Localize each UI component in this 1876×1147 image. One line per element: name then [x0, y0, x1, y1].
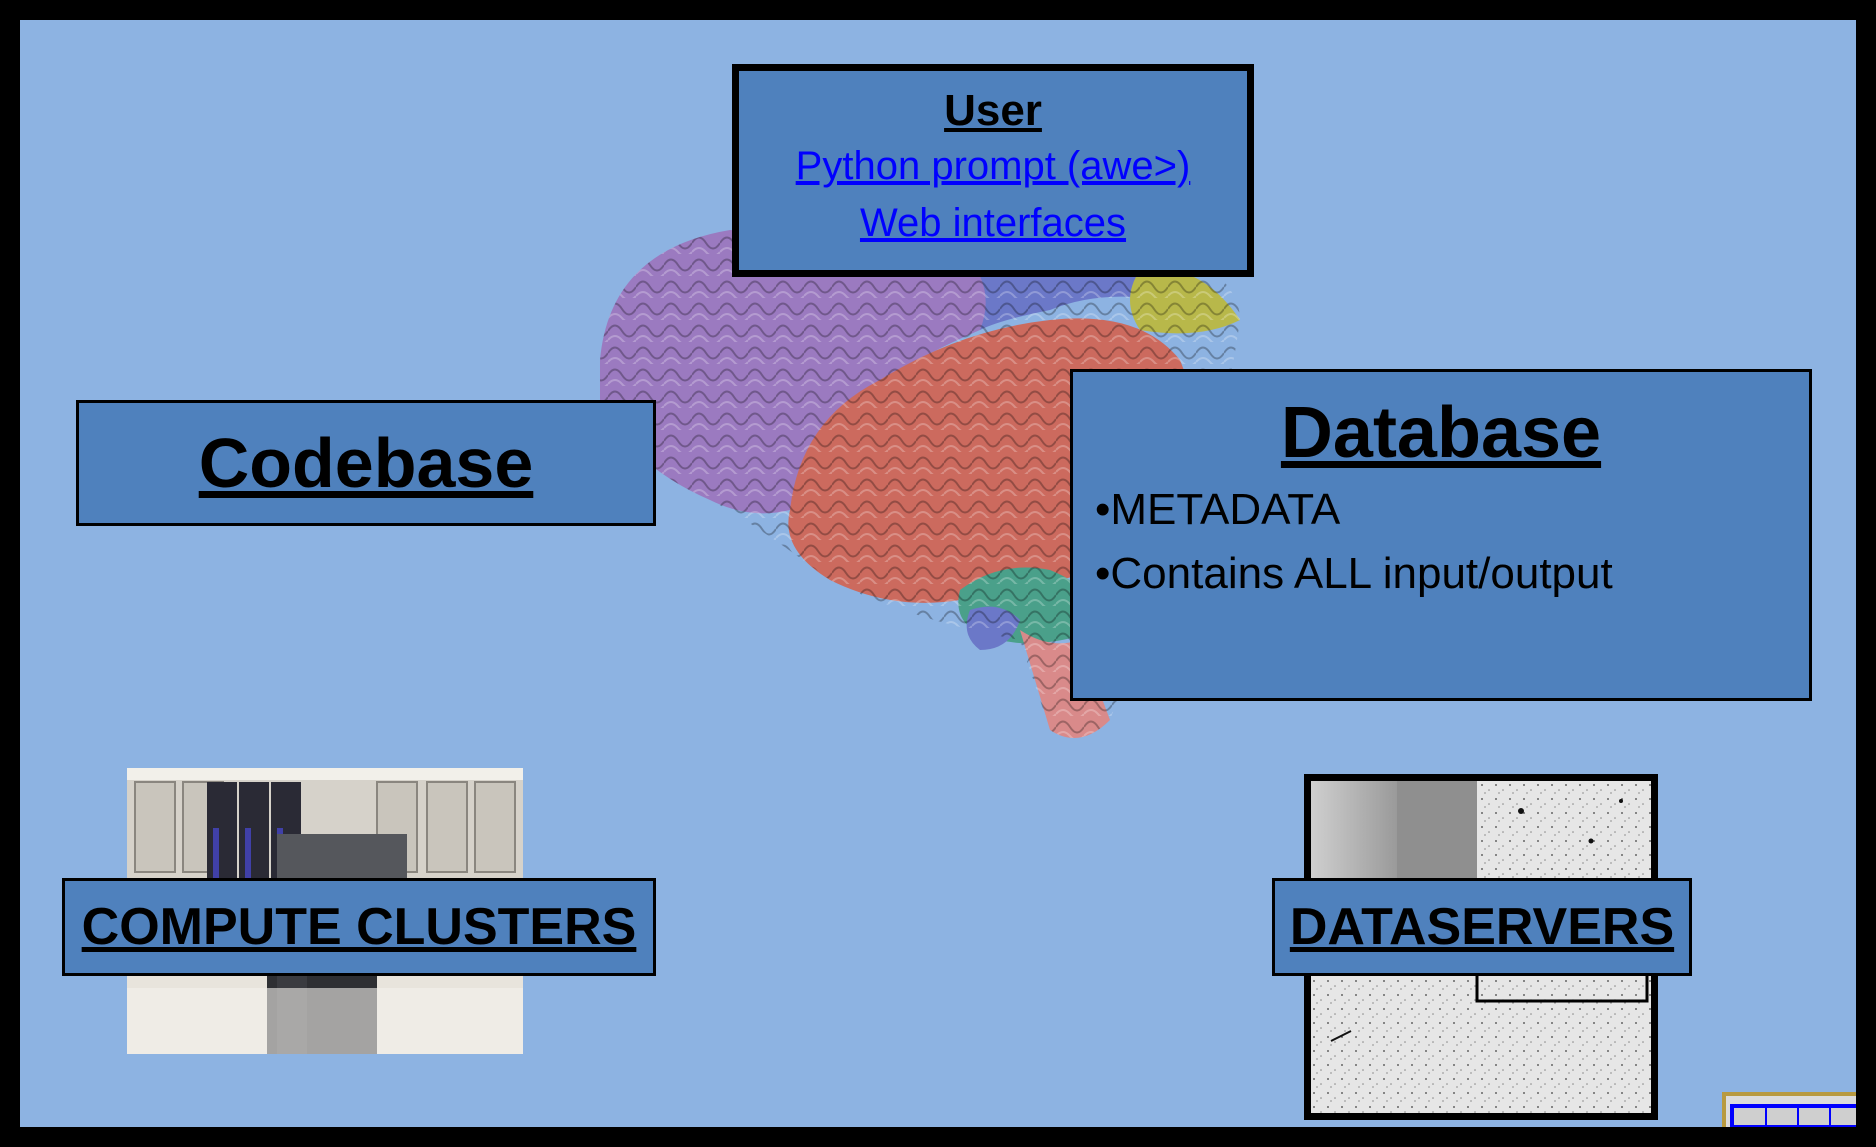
database-title: Database: [1280, 393, 1602, 473]
compute-clusters-title: COMPUTE CLUSTERS: [81, 898, 637, 956]
compute-clusters-box: COMPUTE CLUSTERS: [62, 878, 656, 976]
corner-thumbnail: [1722, 1092, 1856, 1127]
python-prompt-link[interactable]: Python prompt (awe>): [795, 144, 1191, 188]
database-bullet-list: •METADATA •Contains ALL input/output: [1095, 478, 1809, 606]
web-interfaces-link[interactable]: Web interfaces: [859, 201, 1127, 245]
codebase-title: Codebase: [198, 424, 534, 502]
user-title: User: [944, 86, 1042, 135]
slide-canvas: User Python prompt (awe>) Web interfaces…: [12, 12, 1864, 1135]
bullet-text: Contains ALL input/output: [1110, 549, 1613, 598]
user-box: User Python prompt (awe>) Web interfaces: [732, 64, 1254, 277]
list-item: •Contains ALL input/output: [1095, 542, 1809, 606]
database-box: Database •METADATA •Contains ALL input/o…: [1070, 369, 1812, 701]
bullet-glyph: •: [1095, 549, 1111, 598]
list-item: •METADATA: [1095, 478, 1809, 542]
dataservers-title: DATASERVERS: [1289, 898, 1675, 956]
bullet-text: METADATA: [1110, 485, 1341, 534]
codebase-box: Codebase: [76, 400, 656, 526]
bullet-glyph: •: [1095, 485, 1111, 534]
dataservers-box: DATASERVERS: [1272, 878, 1692, 976]
